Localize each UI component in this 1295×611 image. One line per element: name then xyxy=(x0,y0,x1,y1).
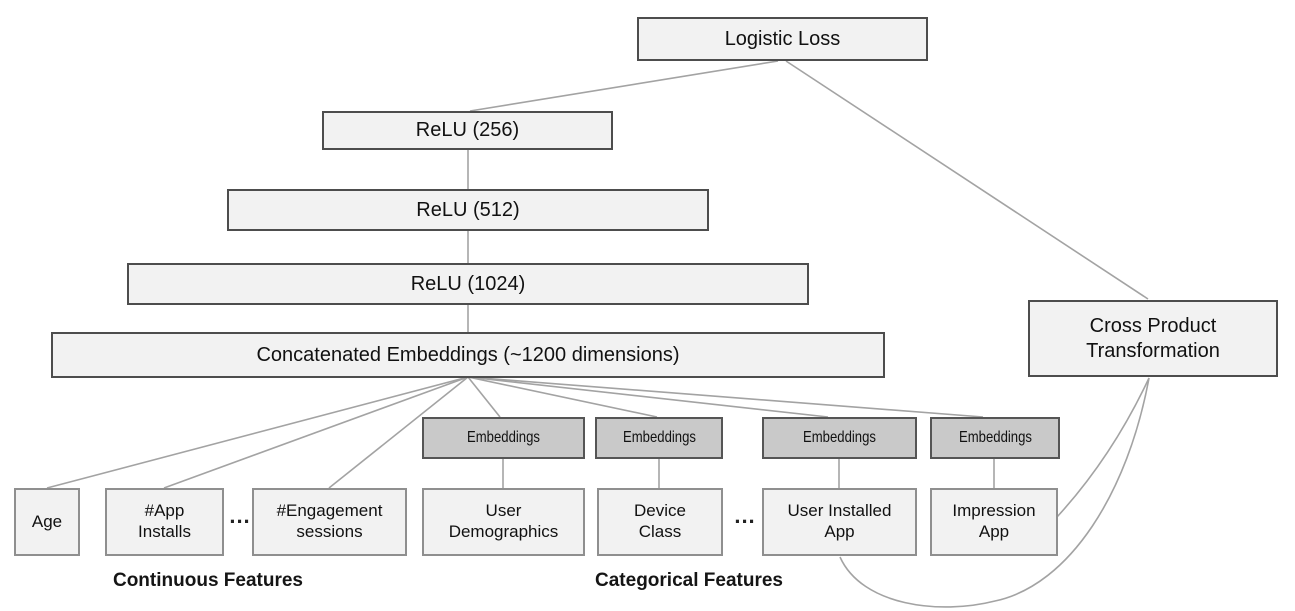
categorical-features-ellipsis: ... xyxy=(734,503,756,528)
node-relu-512: ReLU (512) xyxy=(227,189,709,231)
edge-concat-to-age xyxy=(46,376,469,489)
node-engagement-sessions-label: #Engagement sessions xyxy=(276,501,383,541)
edge-loss-to-relu256 xyxy=(469,60,779,112)
node-age: Age xyxy=(14,488,80,556)
node-embeddings-1: Embeddings xyxy=(422,417,585,459)
node-user-installed-app: User Installed App xyxy=(762,488,917,556)
continuous-features-ellipsis: ... xyxy=(229,503,251,528)
node-relu-1024-label: ReLU (1024) xyxy=(410,272,526,295)
node-age-label: Age xyxy=(31,511,63,531)
node-device-class: Device Class xyxy=(597,488,723,556)
node-app-installs-label: #App Installs xyxy=(138,501,191,541)
node-concatenated-embeddings: Concatenated Embeddings (~1200 dimension… xyxy=(51,332,885,378)
node-user-demographics-label: User Demographics xyxy=(448,501,559,541)
node-cross-product-transformation: Cross Product Transformation xyxy=(1028,300,1278,377)
edge-loss-to-cross-product xyxy=(785,60,1149,300)
node-relu-512-label: ReLU (512) xyxy=(416,198,520,221)
node-device-class-label: Device Class xyxy=(634,501,686,541)
edge-concat-to-embedding-2 xyxy=(467,376,658,418)
edge-concat-to-embedding-1 xyxy=(467,376,501,418)
node-impression-app: Impression App xyxy=(930,488,1058,556)
node-cross-product-transformation-label: Cross Product Transformation xyxy=(1086,315,1220,362)
categorical-features-label: Categorical Features xyxy=(595,570,783,591)
node-embeddings-2-label: Embeddings xyxy=(622,429,696,447)
node-engagement-sessions: #Engagement sessions xyxy=(252,488,407,556)
edge-concat-to-embedding-4 xyxy=(467,376,984,418)
continuous-features-label: Continuous Features xyxy=(112,570,303,591)
node-embeddings-4-label: Embeddings xyxy=(958,429,1032,447)
node-app-installs: #App Installs xyxy=(105,488,224,556)
node-concatenated-embeddings-label: Concatenated Embeddings (~1200 dimension… xyxy=(256,343,680,366)
node-embeddings-1-label: Embeddings xyxy=(467,429,540,447)
node-user-demographics: User Demographics xyxy=(422,488,585,556)
node-embeddings-3: Embeddings xyxy=(762,417,917,459)
edge-concat-to-embedding-3 xyxy=(467,376,829,418)
edge-impression-app-to-cross-product xyxy=(1056,377,1150,518)
node-relu-1024: ReLU (1024) xyxy=(127,263,809,305)
node-relu-256: ReLU (256) xyxy=(322,111,613,150)
node-logistic-loss-label: Logistic Loss xyxy=(724,27,841,50)
node-embeddings-2: Embeddings xyxy=(595,417,723,459)
node-user-installed-app-label: User Installed App xyxy=(787,501,892,541)
node-embeddings-3-label: Embeddings xyxy=(803,429,876,447)
node-logistic-loss: Logistic Loss xyxy=(637,17,928,61)
node-relu-256-label: ReLU (256) xyxy=(415,119,520,142)
node-embeddings-4: Embeddings xyxy=(930,417,1060,459)
node-impression-app-label: Impression App xyxy=(952,501,1036,541)
